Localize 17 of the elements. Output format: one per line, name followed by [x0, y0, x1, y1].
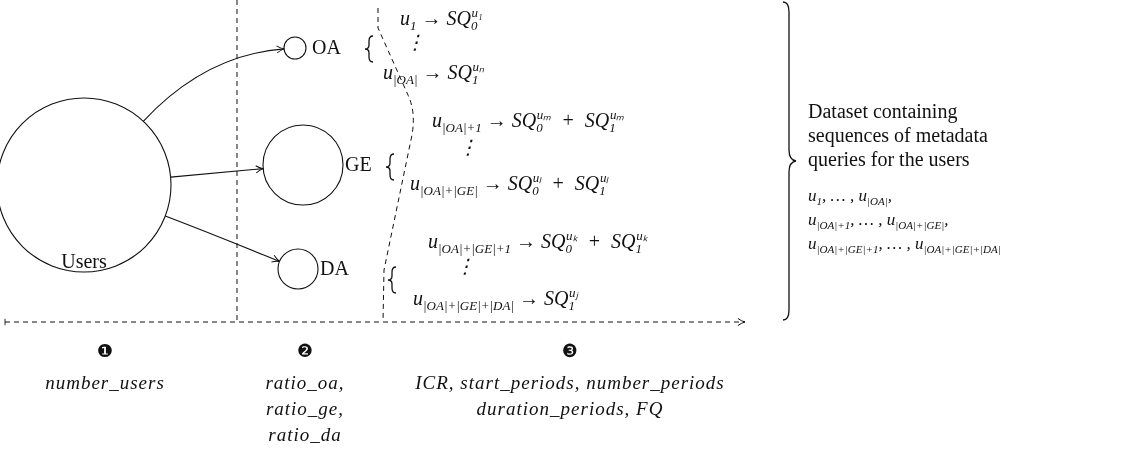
node-label: OA: [312, 36, 341, 59]
description-text: Dataset containing sequences of metadata queries for the users: [808, 99, 989, 171]
math-formula: ⋮: [455, 255, 475, 277]
math-formula: u$_{1}$, … , u$_{|OA|}$,: [808, 187, 892, 206]
step-number: ❸: [561, 341, 579, 361]
node-label: DA: [320, 257, 349, 280]
step-number: ❶: [96, 341, 114, 361]
node-label: GE: [345, 153, 372, 176]
math-formula: ⋮: [405, 31, 425, 53]
parameter-list: ICR, start_periods, number_periods duration_periods, FQ: [400, 370, 740, 423]
node-label: Users: [61, 250, 107, 273]
math-formula: u$_{|OA|+|GE|+1}$, … , u$_{|OA|+|GE|+|DA|}$: [808, 235, 1001, 254]
parameter-list: ratio_oa, ratio_ge, ratio_da: [255, 370, 355, 449]
step-number: ❷: [296, 341, 314, 361]
math-formula: u$_{|OA|+1}$, … , u$_{|OA|+|GE|}$,: [808, 211, 949, 230]
math-formula: ⋮: [458, 136, 478, 158]
parameter-list: number_users: [45, 370, 165, 397]
